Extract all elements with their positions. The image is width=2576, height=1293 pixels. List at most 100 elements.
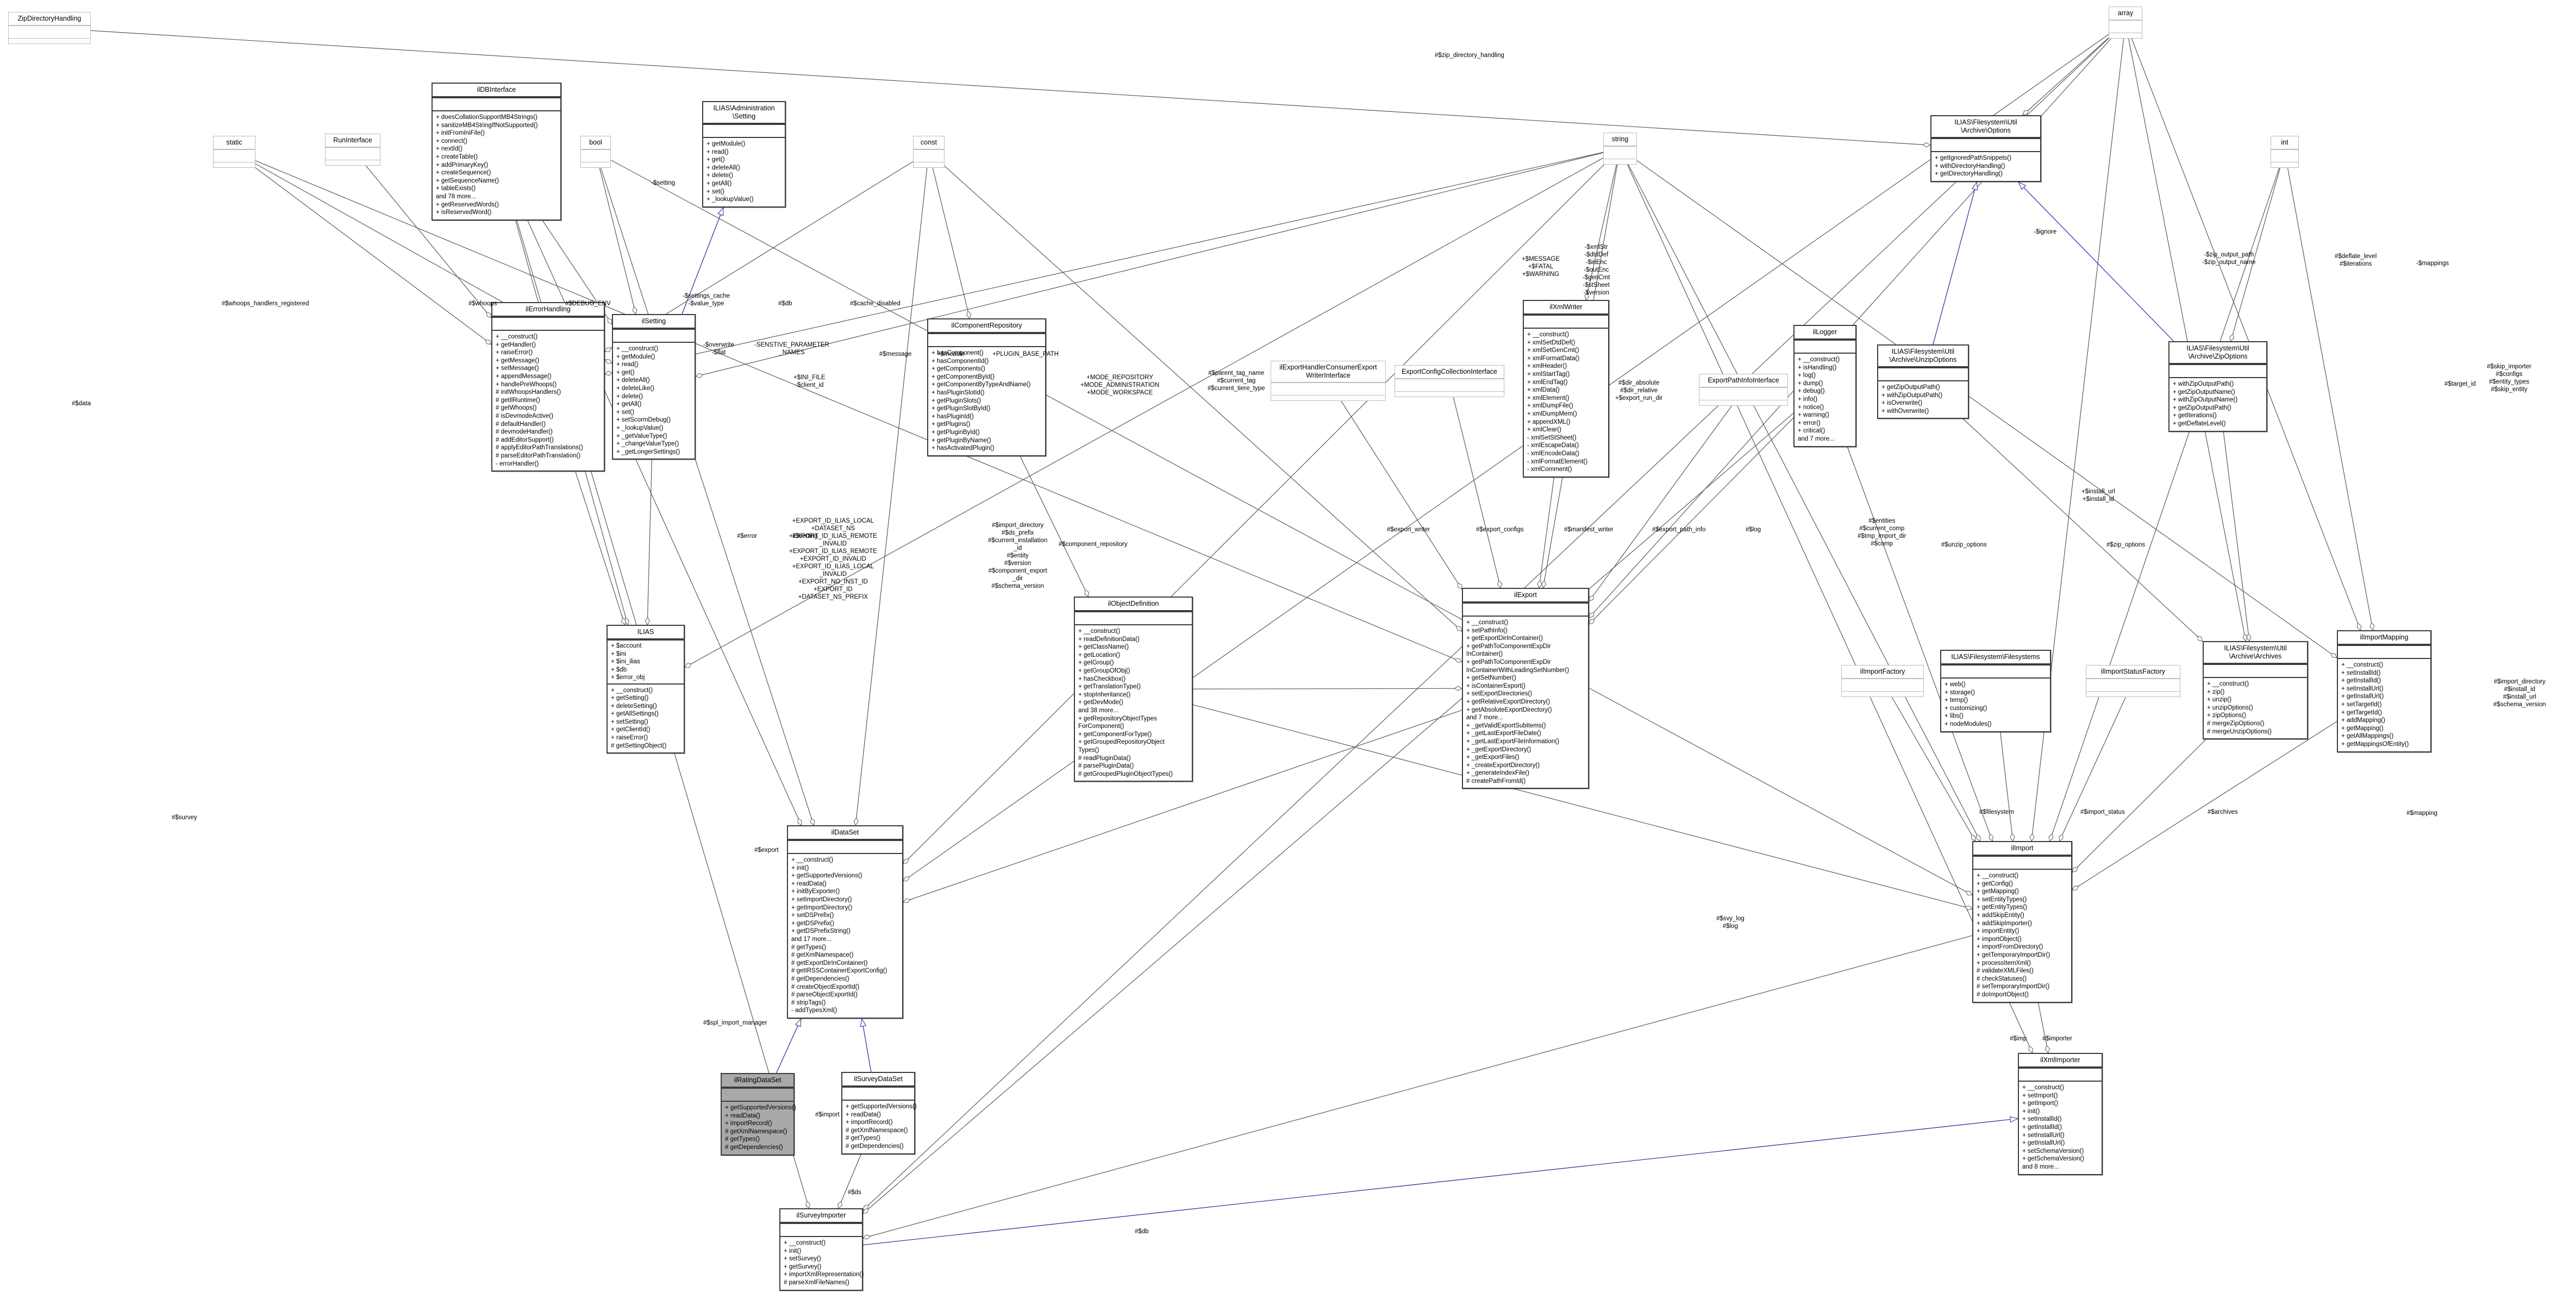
edge-label: #$cache_disabled — [850, 300, 901, 307]
class-node-zipopts[interactable]: ILIAS\Filesystem\Util\Archive\ZipOptions… — [2168, 341, 2267, 432]
class-node-const[interactable]: const — [913, 136, 945, 168]
class-methods: + __construct()+ getModule()+ read()+ ge… — [613, 342, 695, 459]
edge-ilobjdef-ilexport — [1192, 686, 1463, 691]
class-node-ilimpfactory[interactable]: ilImportFactory — [1841, 665, 1924, 697]
class-methods: + getIgnoredPathSnippets()+ withDirector… — [1931, 151, 2040, 181]
class-title: ilObjectDefinition — [1075, 598, 1192, 611]
class-title: ILIAS — [608, 626, 684, 639]
class-methods — [9, 38, 90, 43]
class-node-exppath[interactable]: ExportPathInfoInterface — [1699, 374, 1788, 406]
class-title: ilErrorHandling — [492, 303, 604, 317]
class-node-ilerror[interactable]: ilErrorHandling+ __construct()+ getHandl… — [491, 302, 605, 472]
class-methods — [2086, 691, 2180, 696]
class-node-string[interactable]: string — [1603, 133, 1637, 165]
class-node-runif[interactable]: RunInterface — [325, 134, 380, 166]
class-node-array[interactable]: array — [2109, 7, 2142, 39]
class-title: ILIAS\Filesystem\Util\Archive\Archives — [2204, 642, 2307, 664]
class-methods: + __construct()+ setPathInfo()+ getExpor… — [1463, 616, 1588, 788]
class-node-illogger[interactable]: ilLogger+ __construct()+ isHandling()+ l… — [1793, 325, 1856, 447]
edge-label: #$svy_log #$log — [1716, 915, 1745, 930]
edge-ilimport-ilxmlimp — [2037, 1002, 2050, 1053]
class-attributes — [492, 317, 604, 330]
class-node-ilsurveyimp[interactable]: ilSurveyImporter+ __construct()+ init()+… — [779, 1208, 864, 1291]
edge-string-ilias — [684, 158, 1604, 668]
class-node-ilratingds[interactable]: ilRatingDataSet+ getSupportedVersions()+… — [721, 1073, 796, 1156]
class-title: ilLogger — [1795, 326, 1855, 340]
edge-string-ilxmlwriter — [1584, 164, 1617, 300]
class-attributes — [214, 149, 255, 162]
class-node-ildataset[interactable]: ilDataSet+ __construct()+ init()+ getSup… — [787, 825, 903, 1019]
edge-label: -$ignore — [2034, 229, 2057, 235]
class-methods: + __construct()+ xmlSetDtdDef()+ xmlSetG… — [1524, 328, 1608, 476]
class-attributes — [788, 840, 902, 853]
class-methods — [1842, 691, 1923, 696]
edge-label: #$ds — [848, 1189, 861, 1196]
class-node-ilimport[interactable]: ilImport+ __construct()+ getConfig()+ ge… — [1972, 841, 2072, 1003]
class-attributes — [2204, 664, 2307, 677]
edge-label: #$setting — [792, 533, 818, 539]
class-methods — [214, 162, 255, 167]
class-node-ilexport[interactable]: ilExport + __construct()+ setPathInfo()+ … — [1462, 588, 1589, 789]
class-title: ilSurveyDataSet — [842, 1073, 914, 1087]
edge-label: +$MESSAGE +$FATAL +$WARNING — [1522, 256, 1560, 278]
class-node-ilimpstatus[interactable]: ilImportStatusFactory — [2086, 665, 2180, 697]
class-node-ilxmlimp[interactable]: ilXmlImporter+ __construct()+ setImport(… — [2018, 1053, 2103, 1175]
class-node-zipdir[interactable]: ZipDirectoryHandling — [8, 12, 91, 44]
class-title: RunInterface — [326, 134, 380, 147]
class-node-int[interactable]: int — [2271, 136, 2299, 168]
class-node-archives[interactable]: ILIAS\Filesystem\Util\Archive\Archives + … — [2203, 641, 2308, 740]
edge-static-ilerror — [255, 167, 492, 345]
class-node-ilobjdef[interactable]: ilObjectDefinition+ __construct()+ readD… — [1074, 597, 1193, 782]
class-methods — [1604, 159, 1636, 164]
class-node-expconfig[interactable]: ExportConfigCollectionInterface — [1395, 365, 1504, 397]
edge-label: #$db — [778, 300, 792, 307]
edge-label: +MODE_REPOSITORY +MODE_ADMINISTRATION +M… — [1080, 374, 1160, 396]
class-attributes — [1931, 138, 2040, 151]
class-methods: + __construct()+ setImport()+ getImport(… — [2019, 1081, 2102, 1174]
class-node-filesystems[interactable]: ILIAS\Filesystem\Filesystems+ web()+ sto… — [1940, 650, 2051, 732]
class-methods: + __construct()+ init()+ getSupportedVer… — [788, 853, 902, 1018]
edge-zipopts-archives — [2223, 431, 2252, 642]
edge-label: -$overwrite -$flat — [703, 342, 734, 356]
class-title: ILIAS\Filesystem\Filesystems — [1941, 651, 2050, 664]
class-methods: + getSupportedVersions()+ readData()+ im… — [842, 1100, 917, 1153]
class-attributes — [928, 333, 1045, 346]
class-title: const — [914, 136, 944, 149]
class-node-static[interactable]: static — [213, 136, 255, 168]
edge-ilcomprepo-ilobjdef — [1020, 456, 1089, 597]
class-node-ilcomprepo[interactable]: ilComponentRepository+ hasComponent()+ h… — [927, 318, 1046, 456]
edge-illogger-ilimport — [1847, 447, 1994, 842]
class-node-ilimpmapping[interactable]: ilImportMapping+ __construct()+ setInsta… — [2337, 630, 2431, 752]
class-title: ilExport — [1463, 589, 1588, 602]
edge-bool-ildataset — [600, 167, 815, 826]
edge-label: +$install_url +$install_id — [2081, 488, 2115, 503]
edge-label: +EXPORT_ID_ILIAS_LOCAL +DATASET_NS +EXPO… — [789, 518, 877, 600]
class-title: ZipDirectoryHandling — [9, 12, 90, 26]
edge-ilsurveyimp-ilxmlimp — [862, 1116, 2019, 1246]
class-node-ilxmlwriter[interactable]: ilXmlWriter + __construct()+ xmlSetDtdDef… — [1523, 300, 1609, 478]
edge-label: #$message — [879, 351, 912, 357]
class-node-ilsetting[interactable]: ilSetting+ __construct()+ getModule()+ r… — [612, 314, 696, 460]
edge-int-ilimpmapping — [2287, 167, 2375, 631]
edge-ilsetting-ilias — [645, 459, 652, 626]
class-node-bool[interactable]: bool — [580, 136, 611, 168]
edge-runif-ilerror — [365, 165, 492, 318]
edge-ilimpmapping-ilimport — [2072, 721, 2337, 890]
class-node-ildb[interactable]: ilDBInterface+ doesCollationSupportMB4St… — [432, 83, 561, 221]
class-node-ilsurveyds[interactable]: ilSurveyDataSet + getSupportedVersions()+… — [841, 1072, 917, 1154]
edge-const-ilcomprepo — [932, 167, 972, 319]
class-title: ilSurveyImporter — [780, 1209, 862, 1223]
class-methods — [1699, 400, 1787, 405]
edge-const-ilexport — [944, 166, 1462, 632]
class-node-ilias[interactable]: ILIAS+ $account+ $ini+ $ini_ilias+ $db+ … — [607, 625, 685, 754]
class-node-archopts[interactable]: ILIAS\Filesystem\Util\Archive\Options+ g… — [1930, 115, 2041, 182]
class-node-adminsetting[interactable]: ILIAS\Administration\Setting+ getModule(… — [702, 101, 786, 208]
class-attributes — [1463, 602, 1588, 616]
class-node-unzipopts[interactable]: ILIAS\Filesystem\Util\Archive\UnzipOptio… — [1877, 344, 1969, 419]
class-methods: + __construct()+ zip()+ unzip()+ unzipOp… — [2204, 677, 2307, 738]
edge-label: #$zip_options — [2106, 542, 2145, 548]
class-title: ilXmlWriter — [1524, 301, 1608, 315]
edge-ilimpstatus-ilimport — [2059, 696, 2126, 842]
